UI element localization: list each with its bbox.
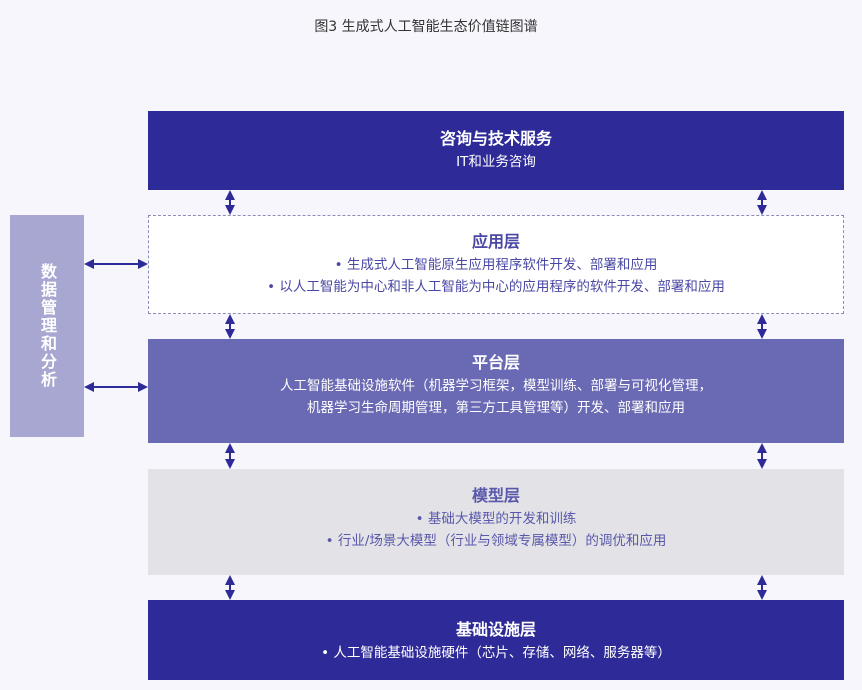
infrastructure-layer: 基础设施层 • 人工智能基础设施硬件（芯片、存储、网络、服务器等）: [148, 600, 844, 680]
platform-layer: 平台层 人工智能基础设施软件（机器学习框架，模型训练、部署与可视化管理， 机器学…: [148, 339, 844, 443]
diagram-title: 图3 生成式人工智能生态价值链图谱: [314, 19, 538, 35]
consulting-layer: 咨询与技术服务 IT和业务咨询: [148, 111, 844, 190]
consulting-title: 咨询与技术服务: [439, 129, 552, 148]
model-line: • 行业/场景大模型（行业与领域专属模型）的调优和应用: [325, 533, 667, 549]
application-line: • 生成式人工智能原生应用程序软件开发、部署和应用: [334, 257, 658, 273]
platform-line: 人工智能基础设施软件（机器学习框架，模型训练、部署与可视化管理，: [280, 378, 712, 394]
consulting-line: IT和业务咨询: [456, 154, 536, 170]
application-layer: 应用层 • 生成式人工智能原生应用程序软件开发、部署和应用 • 以人工智能为中心…: [148, 215, 844, 314]
platform-line: 机器学习生命周期管理，第三方工具管理等）开发、部署和应用: [307, 400, 685, 416]
platform-title: 平台层: [471, 353, 520, 372]
application-title: 应用层: [471, 232, 520, 251]
infrastructure-title: 基础设施层: [455, 620, 536, 639]
model-title: 模型层: [471, 486, 520, 505]
data-management-label: 数据管理和分析: [38, 263, 57, 389]
model-line: • 基础大模型的开发和训练: [415, 511, 577, 527]
data-management-panel: 数据管理和分析: [10, 215, 84, 437]
model-layer: 模型层 • 基础大模型的开发和训练 • 行业/场景大模型（行业与领域专属模型）的…: [148, 469, 844, 575]
infrastructure-line: • 人工智能基础设施硬件（芯片、存储、网络、服务器等）: [321, 645, 671, 661]
application-line: • 以人工智能为中心和非人工智能为中心的应用程序的软件开发、部署和应用: [267, 279, 725, 295]
